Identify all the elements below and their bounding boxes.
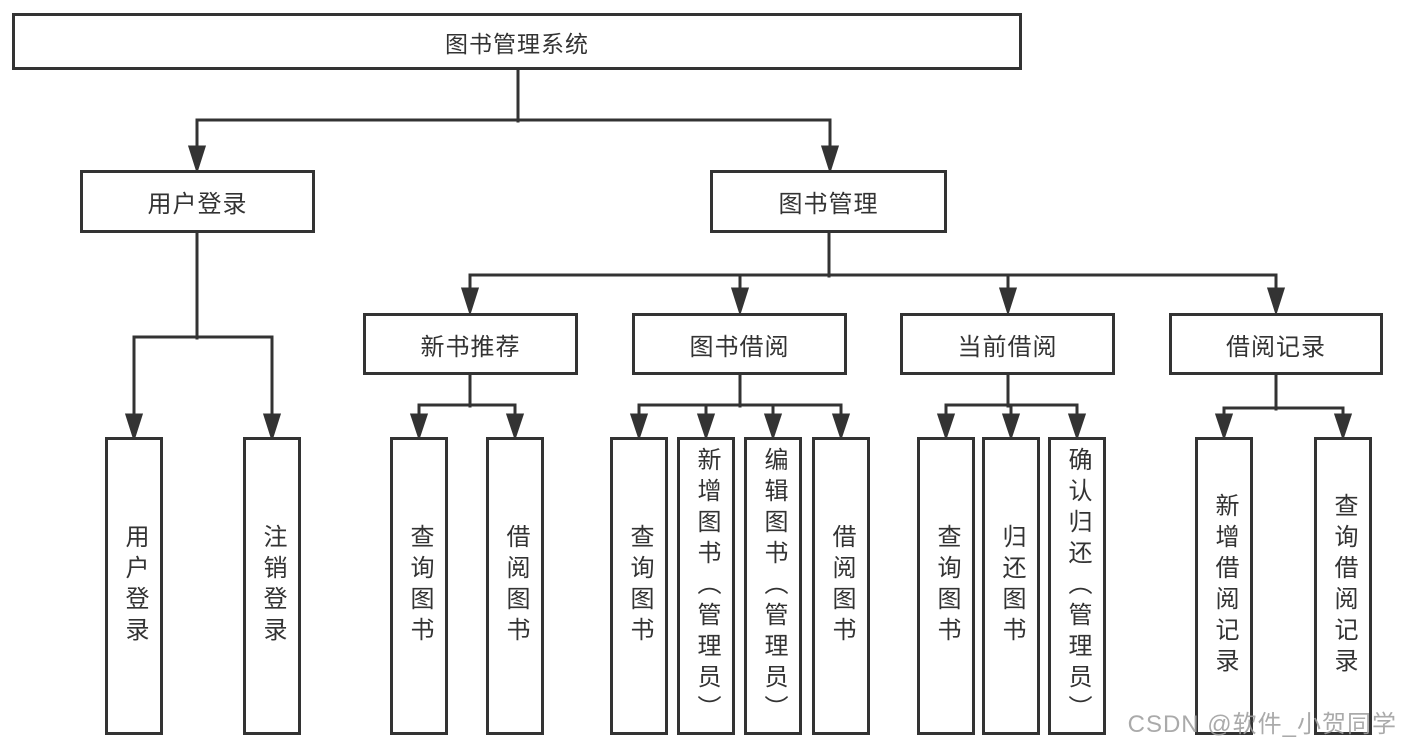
csdn-watermark: CSDN @软件_小贺同学 <box>1127 711 1397 738</box>
node-user-login: 用户登录 <box>80 170 315 233</box>
node-leaf-borrow-books: 借阅图书 <box>812 437 870 735</box>
connector-borrow-records <box>1214 373 1353 441</box>
node-leaf-logout: 注销登录 <box>243 437 301 735</box>
node-leaf-borrow-books-recommend: 借阅图书 <box>486 437 544 735</box>
node-leaf-edit-books-admin: 编辑图书（管理员） <box>744 437 802 735</box>
node-leaf-query-books-current: 查询图书 <box>917 437 975 735</box>
node-leaf-return-books: 归还图书 <box>982 437 1040 735</box>
node-leaf-query-books-borrow: 查询图书 <box>610 437 668 735</box>
connector-root <box>187 68 840 174</box>
node-borrow-records: 借阅记录 <box>1169 313 1383 375</box>
connector-user-login <box>124 231 282 442</box>
connector-book-management <box>460 231 1286 316</box>
node-leaf-query-borrow-record: 查询借阅记录 <box>1314 437 1372 735</box>
connector-book-borrow <box>629 373 851 441</box>
node-leaf-confirm-return-admin: 确认归还（管理员） <box>1048 437 1106 735</box>
node-root: 图书管理系统 <box>12 13 1022 70</box>
connector-new-book-recommend <box>409 373 525 441</box>
connector-current-borrow <box>936 373 1087 441</box>
node-leaf-user-login: 用户登录 <box>105 437 163 735</box>
node-leaf-add-books-admin: 新增图书（管理员） <box>677 437 735 735</box>
node-book-management: 图书管理 <box>710 170 947 233</box>
node-book-borrow: 图书借阅 <box>632 313 847 375</box>
node-leaf-add-borrow-record: 新增借阅记录 <box>1195 437 1253 735</box>
node-current-borrow: 当前借阅 <box>900 313 1115 375</box>
node-leaf-query-books-recommend: 查询图书 <box>390 437 448 735</box>
node-new-book-recommend: 新书推荐 <box>363 313 578 375</box>
